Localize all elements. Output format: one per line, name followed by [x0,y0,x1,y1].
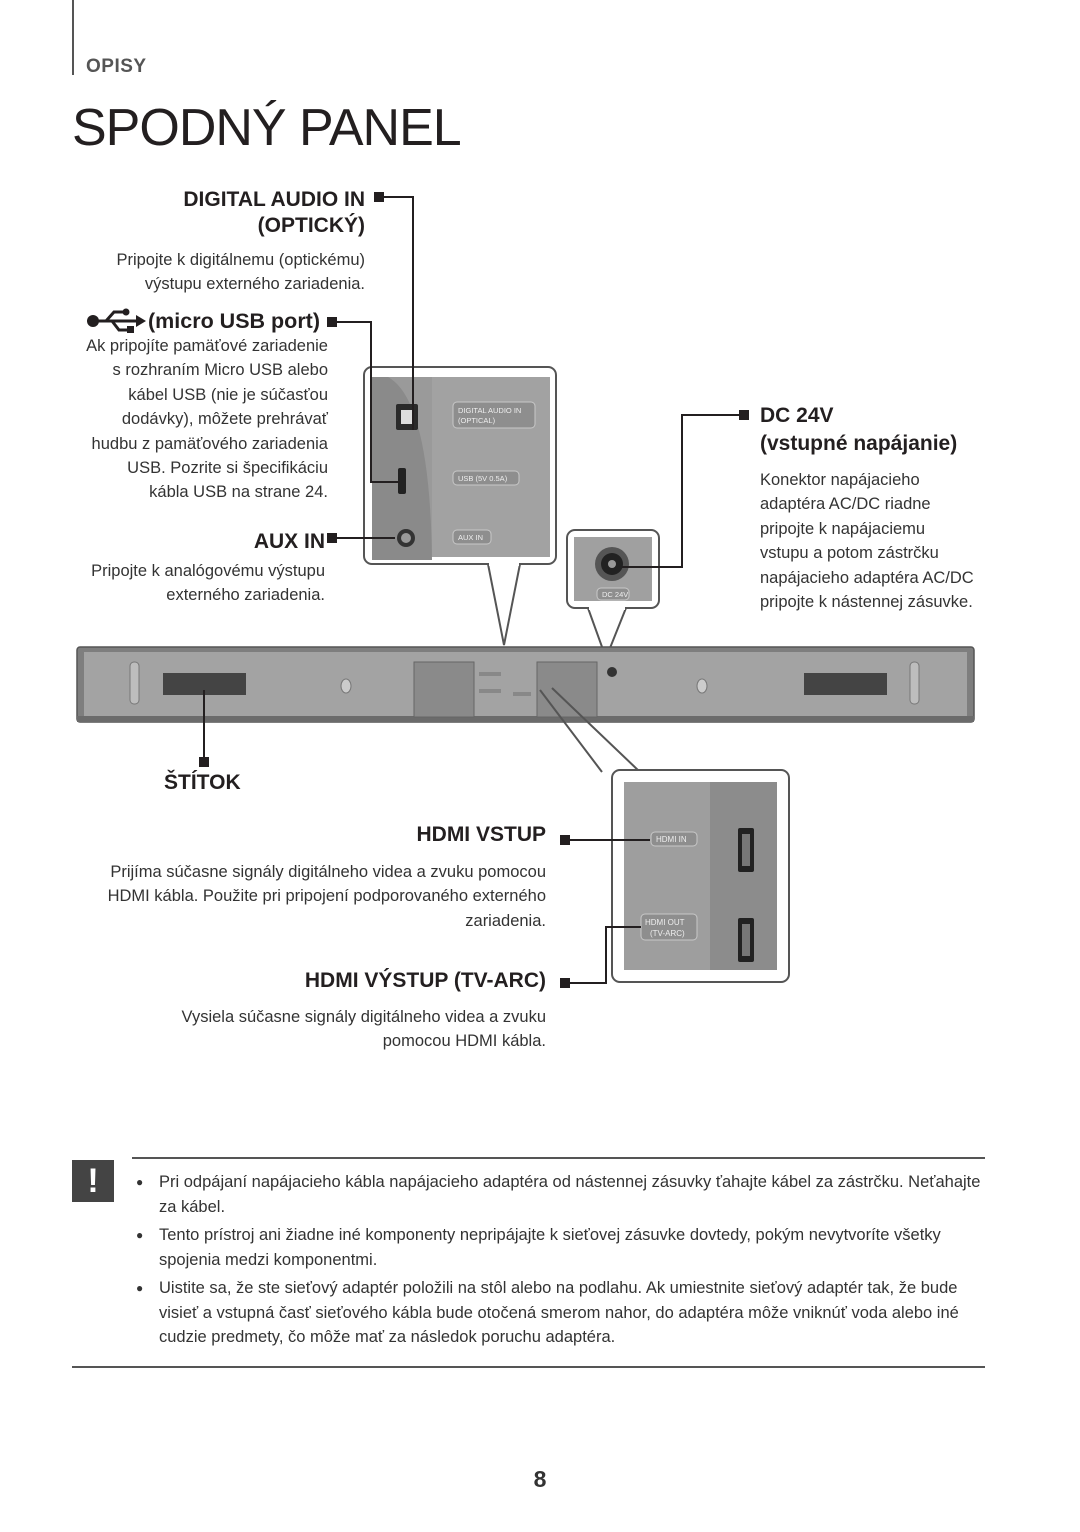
usb-desc-line: hudbu z pamäťového zariadenia [91,434,328,453]
aux-title: AUX IN [253,530,325,553]
soundbar-body [76,646,975,723]
bottom-panel-illustration: DIGITAL AUDIO IN (OPTICAL) USB (5V 0.5A)… [76,192,975,988]
hdmi-in-desc-line: HDMI kábla. Použite pri pripojení podpor… [107,887,546,906]
dc-desc-line: Konektor napájacieho [760,471,920,489]
zoom-panel-hdmi: HDMI IN HDMI OUT (TV-ARC) [539,687,790,983]
aux-description: Pripojte k analógovému výstupu externého… [30,559,325,608]
digital-audio-title: DIGITAL AUDIO IN (OPTICKÝ) [100,187,365,239]
usb-description: Ak pripojíte pamäťové zariadenie s rozhr… [40,334,328,505]
usb-desc-line: kábel USB (nie je súčasťou [128,385,328,404]
leader-markers [199,192,749,988]
panel-label-hdmi-in: HDMI IN [656,835,687,844]
hdmi-out-title: HDMI VÝSTUP (TV-ARC) [304,969,546,992]
dc-title-line2: (vstupné napájanie) [760,432,958,455]
hdmi-out-desc-line: Vysiela súčasne signály digitálneho vide… [181,1008,546,1026]
warning-icon: ! [72,1160,114,1202]
digital-audio-desc-line: Pripojte k digitálnemu (optickému) [116,251,365,269]
note-item: Uistite sa, že ste sieťový adaptér polož… [132,1276,987,1350]
usb-title: (micro USB port) [148,309,320,333]
panel-label-dc: DC 24V [602,590,628,599]
hdmi-in-title: HDMI VSTUP [416,823,546,846]
usb-desc-line: dodávky), môžete prehrávať [121,410,328,429]
zoom-panel-dc: DC 24V [566,529,660,661]
dc-title-line1: DC 24V [760,404,834,427]
digital-audio-desc-line: výstupu externého zariadenia. [144,275,365,294]
panel-label-hdmi-out-line2: (TV-ARC) [650,929,685,938]
dc-desc-line: vstupu a potom zástrčku [760,544,939,563]
aux-desc-line: Pripojte k analógovému výstupu [91,562,325,580]
notes-bottom-rule [72,1366,985,1368]
dc-title: DC 24V (vstupné napájanie) [760,403,1020,457]
dc-desc-line: napájacieho adaptéra AC/DC [760,568,974,587]
digital-audio-title-line2: (OPTICKÝ) [257,214,365,237]
zoom-panel-inputs: DIGITAL AUDIO IN (OPTICAL) USB (5V 0.5A)… [363,366,557,646]
hdmi-in-desc-line: zariadenia. [465,911,546,930]
dc-desc-line: pripojte k nástennej zásuvke. [760,593,973,612]
page-number: 8 [533,1466,547,1492]
notes-list: Pri odpájaní napájacieho kábla napájacie… [132,1170,987,1354]
panel-label-digital-line1: DIGITAL AUDIO IN [458,406,521,415]
usb-desc-line: s rozhraním Micro USB alebo [112,361,329,380]
panel-label-hdmi-out-line1: HDMI OUT [645,918,685,927]
panel-label-aux: AUX IN [458,533,483,542]
usb-icon [87,308,146,333]
section-rule [72,0,74,75]
aux-desc-line: externého zariadenia. [166,586,325,605]
dc-desc-line: adaptéra AC/DC riadne [760,495,931,514]
page-title: SPODNÝ PANEL [72,99,462,157]
dc-desc-line: pripojte k napájaciemu [760,519,926,538]
note-item: Pri odpájaní napájacieho kábla napájacie… [132,1170,987,1219]
note-item: Tento prístroj ani žiadne iné komponenty… [132,1223,987,1272]
usb-desc-line: kábla USB na strane 24. [149,483,328,502]
leader-lines [203,196,742,984]
label-plate-title: ŠTÍTOK [164,771,241,794]
digital-audio-description: Pripojte k digitálnemu (optickému) výstu… [60,248,365,297]
hdmi-out-desc-line: pomocou HDMI kábla. [382,1032,546,1051]
usb-desc-line: USB. Pozrite si špecifikáciu [127,459,328,478]
hdmi-in-description: Prijíma súčasne signály digitálneho vide… [40,860,546,933]
panel-label-usb: USB (5V 0.5A) [458,474,508,483]
panel-label-digital-line2: (OPTICAL) [458,416,496,425]
notes-top-rule [132,1157,985,1159]
digital-audio-title-line1: DIGITAL AUDIO IN [183,188,365,211]
dc-description: Konektor napájacieho adaptéra AC/DC riad… [760,468,1060,614]
hdmi-in-desc-line: Prijíma súčasne signály digitálneho vide… [110,863,546,881]
hdmi-out-description: Vysiela súčasne signály digitálneho vide… [100,1005,546,1054]
usb-desc-line: Ak pripojíte pamäťové zariadenie [86,337,328,355]
section-label: OPISY [86,56,147,77]
